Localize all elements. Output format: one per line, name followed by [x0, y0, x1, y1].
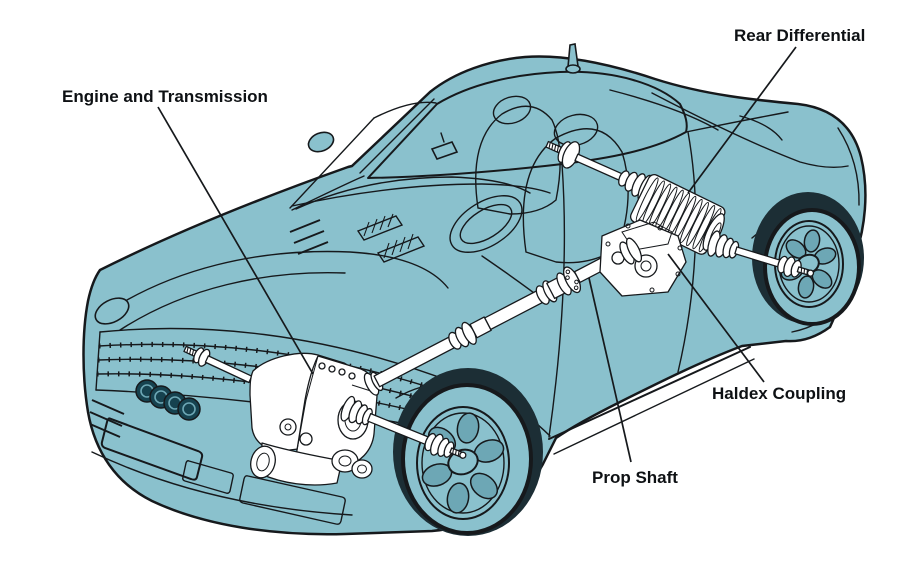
label-engine-transmission: Engine and Transmission [62, 87, 268, 106]
dashboard [295, 176, 531, 210]
license-plate-recess [100, 417, 204, 481]
haldex-coupling-unit [599, 219, 687, 297]
interior [289, 95, 629, 303]
near-headrest [553, 113, 599, 147]
leader-rear-differential [687, 46, 797, 194]
leader-haldex-coupling [667, 253, 765, 383]
leader-lines [157, 46, 797, 463]
steering-wheel [449, 195, 523, 253]
far-headrest [492, 95, 532, 125]
audi-rings-badge [135, 379, 201, 421]
front-halfshaft-near [340, 395, 467, 459]
bumper-recess-small [182, 460, 234, 494]
label-haldex-coupling: Haldex Coupling [712, 384, 846, 403]
far-seat [475, 105, 561, 215]
rearview-mirror [430, 141, 459, 160]
roof-antenna [565, 43, 581, 74]
far-headlight [94, 297, 130, 325]
label-rear-differential: Rear Differential [734, 26, 865, 45]
front-halfshaft-far [183, 345, 253, 384]
leader-prop-shaft [588, 277, 632, 463]
leader-engine-transmission [157, 106, 314, 375]
front-wheel [401, 383, 533, 535]
door-mirror [307, 131, 335, 153]
label-prop-shaft: Prop Shaft [592, 468, 678, 487]
cowl-vent-bars [289, 213, 426, 263]
bumper-recess-large [239, 475, 346, 525]
rear-halfshaft-near [707, 230, 815, 278]
